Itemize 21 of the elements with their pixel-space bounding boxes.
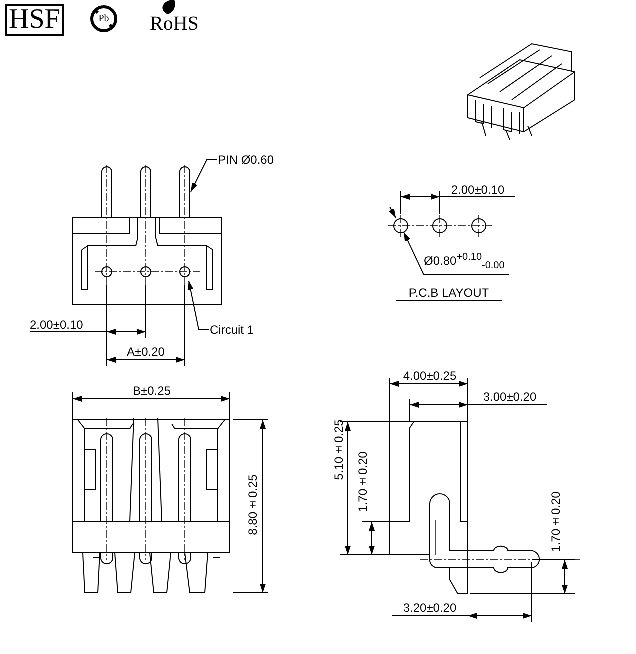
certification-mark: RoHS [150, 13, 199, 35]
dimension-label: A±0.20 [127, 345, 165, 359]
dimension-label: 3.00±0.20 [483, 390, 537, 404]
dimension-label: 4.00±0.25 [403, 369, 457, 383]
dimension-label: 3.20±0.20 [403, 601, 457, 615]
dimension-label: 5.10±0.25 [332, 420, 346, 480]
dimension-label: 1.70±0.20 [356, 452, 370, 512]
callout-label: Circuit 1 [210, 323, 254, 337]
certification-mark: HSF [5, 4, 64, 36]
leader-line [403, 232, 424, 276]
dimension-label: 1.70±0.20 [549, 492, 563, 552]
callout-label: PIN Ø0.60 [218, 153, 274, 167]
leader-line [190, 160, 218, 192]
dimension-label: 2.00±0.10 [30, 318, 84, 332]
leader-line [188, 280, 210, 330]
pcb-hole [394, 218, 408, 234]
view-title: P.C.B LAYOUT [408, 286, 490, 300]
dimension-label: 2.00±0.10 [451, 183, 505, 197]
dimension-label: 8.80±0.25 [246, 474, 260, 536]
lead-symbol: Pb [98, 14, 110, 24]
dimension-label: B±0.25 [133, 384, 171, 398]
